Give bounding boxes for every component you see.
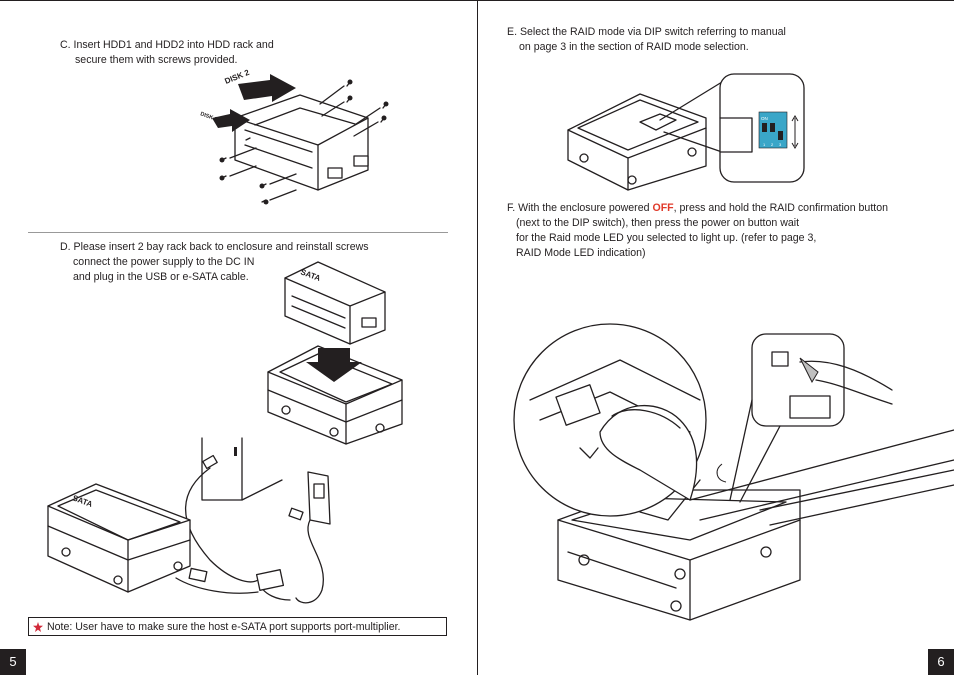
- dip-pin-2: 2: [771, 142, 774, 147]
- dip-pin-1: 1: [763, 142, 766, 147]
- step-f-line4: RAID Mode LED indication): [516, 247, 646, 259]
- off-highlight: OFF: [652, 202, 674, 214]
- section-rule: [28, 232, 448, 233]
- disk1-label: DISK 1: [199, 111, 218, 123]
- note-text: Note: User have to make sure the host e-…: [47, 621, 401, 633]
- step-d-line3: and plug in the USB or e-SATA cable.: [73, 271, 249, 283]
- step-f-line3: for the Raid mode LED you selected to li…: [516, 232, 817, 244]
- star-icon: [33, 622, 43, 632]
- step-f-line1: F. With the enclosure powered OFF, press…: [507, 202, 888, 214]
- note-box: Note: User have to make sure the host e-…: [28, 617, 447, 636]
- page-number-left: 5: [0, 649, 26, 675]
- step-e-line1: E. Select the RAID mode via DIP switch r…: [507, 26, 786, 38]
- dip-on-label: ON: [761, 116, 768, 121]
- step-e-line2: on page 3 in the section of RAID mode se…: [519, 41, 749, 53]
- step-d-line1: D. Please insert 2 bay rack back to encl…: [60, 241, 369, 253]
- step-c-line1: C. Insert HDD1 and HDD2 into HDD rack an…: [60, 39, 274, 51]
- step-d-line2: connect the power supply to the DC IN: [73, 256, 255, 268]
- dip-pin-3: 3: [779, 142, 782, 147]
- page-divider: [477, 0, 478, 675]
- step-c-line2: secure them with screws provided.: [75, 54, 238, 66]
- page-number-right: 6: [928, 649, 954, 675]
- step-f-line2: (next to the DIP switch), then press the…: [516, 217, 800, 229]
